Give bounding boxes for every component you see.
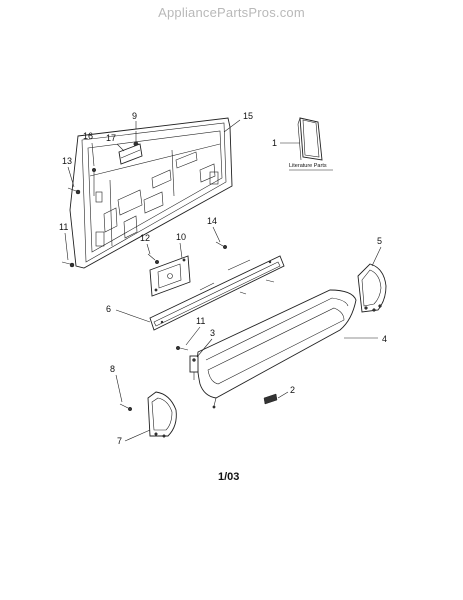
leader-3 [196, 338, 213, 358]
leader-6 [115, 309, 151, 323]
screw-11-left [61, 261, 75, 268]
leader-5 [371, 246, 382, 267]
leader-2 [277, 391, 289, 399]
screw-8 [119, 403, 133, 412]
bracket-17 [118, 143, 143, 165]
leader-15 [223, 119, 241, 133]
callout-15: 15 [243, 111, 253, 121]
callout-2: 2 [290, 385, 295, 395]
callout-8: 8 [110, 364, 115, 374]
leader-14 [212, 226, 221, 243]
leader-13 [67, 166, 75, 188]
leader-11-left [64, 232, 69, 261]
leader-16 [91, 142, 95, 167]
rear-panel [69, 117, 233, 269]
callout-16: 16 [83, 131, 93, 141]
bracket-10 [149, 255, 191, 297]
callout-6: 6 [106, 304, 111, 314]
leader-7 [124, 429, 151, 442]
callout-14: 14 [207, 216, 217, 226]
wire-16 [91, 167, 97, 196]
end-cap-left-7 [147, 391, 177, 438]
callout-3: 3 [210, 328, 215, 338]
screw-13 [67, 187, 81, 195]
callout-1: 1 [272, 138, 277, 148]
panel-support-6 [149, 255, 285, 331]
callout-12: 12 [140, 233, 150, 243]
callout-10: 10 [176, 232, 186, 242]
footer-code: 1/03 [218, 471, 239, 483]
screw-12 [147, 253, 160, 265]
callout-11-left: 11 [59, 222, 68, 232]
leader-11-center [185, 326, 201, 346]
literature-label: Literature Parts [289, 163, 327, 169]
switch-3 [189, 355, 199, 380]
callout-13: 13 [62, 156, 72, 166]
callout-5: 5 [377, 236, 382, 246]
screw-11-center [175, 345, 189, 351]
watermark: AppliancePartsPros.com [158, 5, 305, 20]
callout-9: 9 [132, 111, 137, 121]
console-4 [196, 279, 357, 409]
leader-10 [179, 242, 183, 259]
callout-17: 17 [106, 133, 116, 143]
callout-7: 7 [117, 436, 122, 446]
leader-8 [115, 374, 123, 403]
leader-12 [146, 243, 151, 255]
literature-booklet [297, 117, 323, 161]
screw-14 [215, 241, 228, 250]
callout-4: 4 [382, 334, 387, 344]
badge-2 [263, 393, 278, 405]
callout-11-center: 11 [196, 316, 205, 326]
end-cap-right-5 [357, 263, 387, 313]
screw-9 [133, 131, 139, 147]
leader-17 [116, 143, 125, 152]
